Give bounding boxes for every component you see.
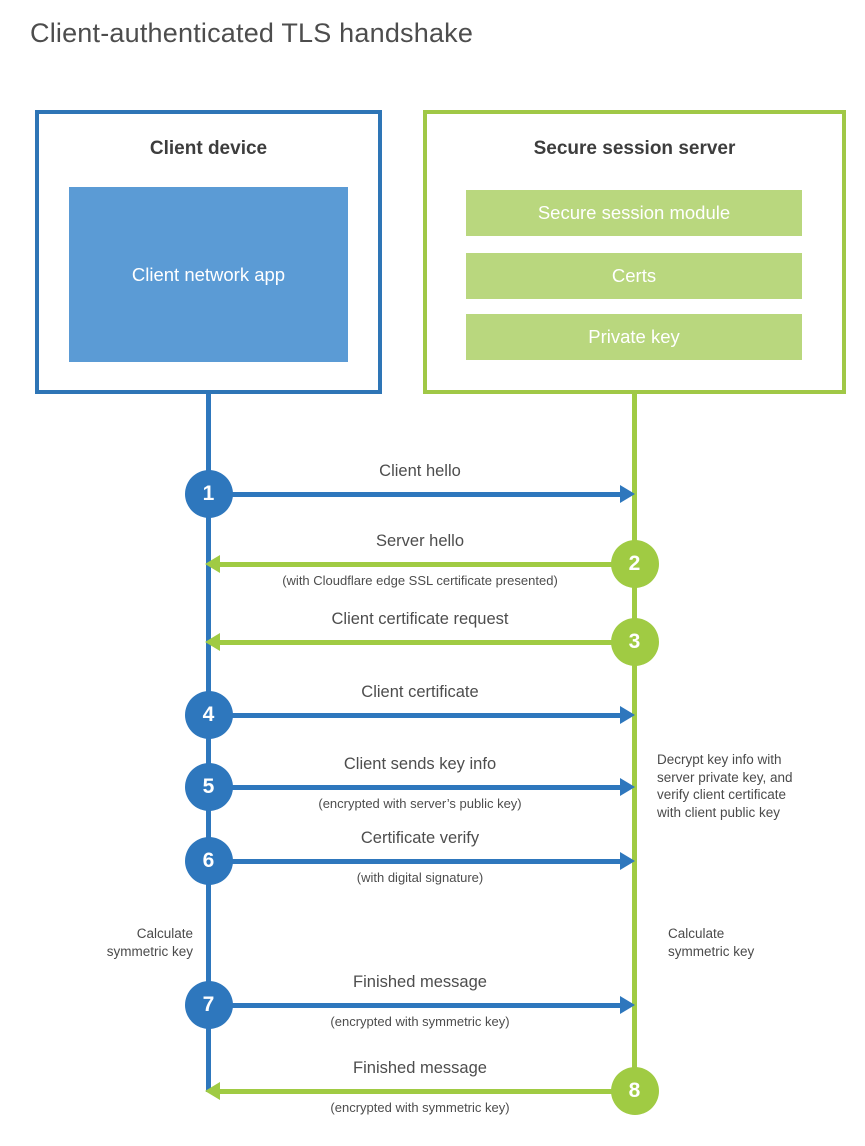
step-4-circle: 4	[184, 691, 233, 739]
step-8-arrowhead-icon	[204, 1082, 220, 1100]
step-7-arrow-right	[208, 995, 635, 1015]
step-5-arrow-shaft	[208, 784, 623, 790]
step-2-arrow-left	[204, 554, 635, 574]
step-7-arrowhead-icon	[619, 996, 635, 1014]
client-network-app-box: Client network app	[69, 187, 348, 362]
client-network-app-label: Client network app	[131, 263, 286, 285]
server-module-certs: Certs	[466, 253, 802, 299]
step-8-arrow-left	[204, 1081, 635, 1101]
step-8-circle: 8	[610, 1067, 659, 1115]
step-6-arrowhead-icon	[619, 852, 635, 870]
step-4-arrow-shaft	[208, 712, 623, 718]
step-6-sublabel: (with digital signature)	[356, 870, 484, 885]
step-4-arrow-right	[208, 705, 635, 725]
step-1-arrow-shaft	[208, 491, 623, 497]
client-lifeline	[206, 394, 211, 1092]
step-1-circle: 1	[184, 470, 233, 518]
step-2-label: Server hello	[375, 532, 465, 550]
client-device-title: Client device	[149, 138, 268, 159]
step-5-label: Client sends key info	[343, 755, 497, 773]
step-1-label: Client hello	[379, 462, 461, 480]
server-module-private-key: Private key	[466, 314, 802, 360]
step-3-arrow-left	[204, 632, 635, 652]
step-5-circle: 5	[184, 763, 233, 811]
calculate-symmetric-key-note-server: Calculate symmetric key	[668, 926, 755, 959]
step-1-arrowhead-icon	[619, 485, 635, 503]
client-device-box: Client device Client network app	[35, 110, 382, 394]
decrypt-key-info-note: Decrypt key info with server private key…	[657, 752, 793, 820]
step-4-label: Client certificate	[361, 683, 479, 701]
step-6-label: Certificate verify	[360, 829, 480, 847]
server-module-secure-session-module: Secure session module	[466, 190, 802, 236]
step-3-arrowhead-icon	[204, 633, 220, 651]
step-2-arrow-shaft	[216, 561, 635, 567]
step-8-arrow-shaft	[216, 1088, 635, 1094]
secure-session-server-title: Secure session server	[533, 138, 736, 159]
step-3-arrow-shaft	[216, 639, 635, 645]
step-5-arrowhead-icon	[619, 778, 635, 796]
step-7-label: Finished message	[353, 973, 487, 991]
step-8-label: Finished message	[353, 1059, 487, 1077]
step-6-circle: 6	[184, 837, 233, 885]
step-5-arrow-right	[208, 777, 635, 797]
step-7-sublabel: (encrypted with symmetric key)	[330, 1014, 510, 1029]
step-4-arrowhead-icon	[619, 706, 635, 724]
step-6-arrow-right	[208, 851, 635, 871]
page-title: Client-authenticated TLS handshake	[30, 18, 474, 48]
step-3-circle: 3	[610, 618, 659, 666]
step-2-sublabel: (with Cloudflare edge SSL certificate pr…	[282, 573, 558, 588]
calculate-symmetric-key-note-client: Calculate symmetric key	[106, 926, 193, 959]
step-5-sublabel: (encrypted with server’s public key)	[318, 796, 522, 811]
step-2-arrowhead-icon	[204, 555, 220, 573]
secure-session-server-box: Secure session server Secure session mod…	[423, 110, 846, 394]
step-7-circle: 7	[184, 981, 233, 1029]
step-8-sublabel: (encrypted with symmetric key)	[330, 1100, 510, 1115]
step-1-arrow-right	[208, 484, 635, 504]
step-7-arrow-shaft	[208, 1002, 623, 1008]
server-lifeline	[632, 394, 637, 1093]
step-6-arrow-shaft	[208, 858, 623, 864]
step-2-circle: 2	[610, 540, 659, 588]
step-3-label: Client certificate request	[331, 610, 509, 628]
